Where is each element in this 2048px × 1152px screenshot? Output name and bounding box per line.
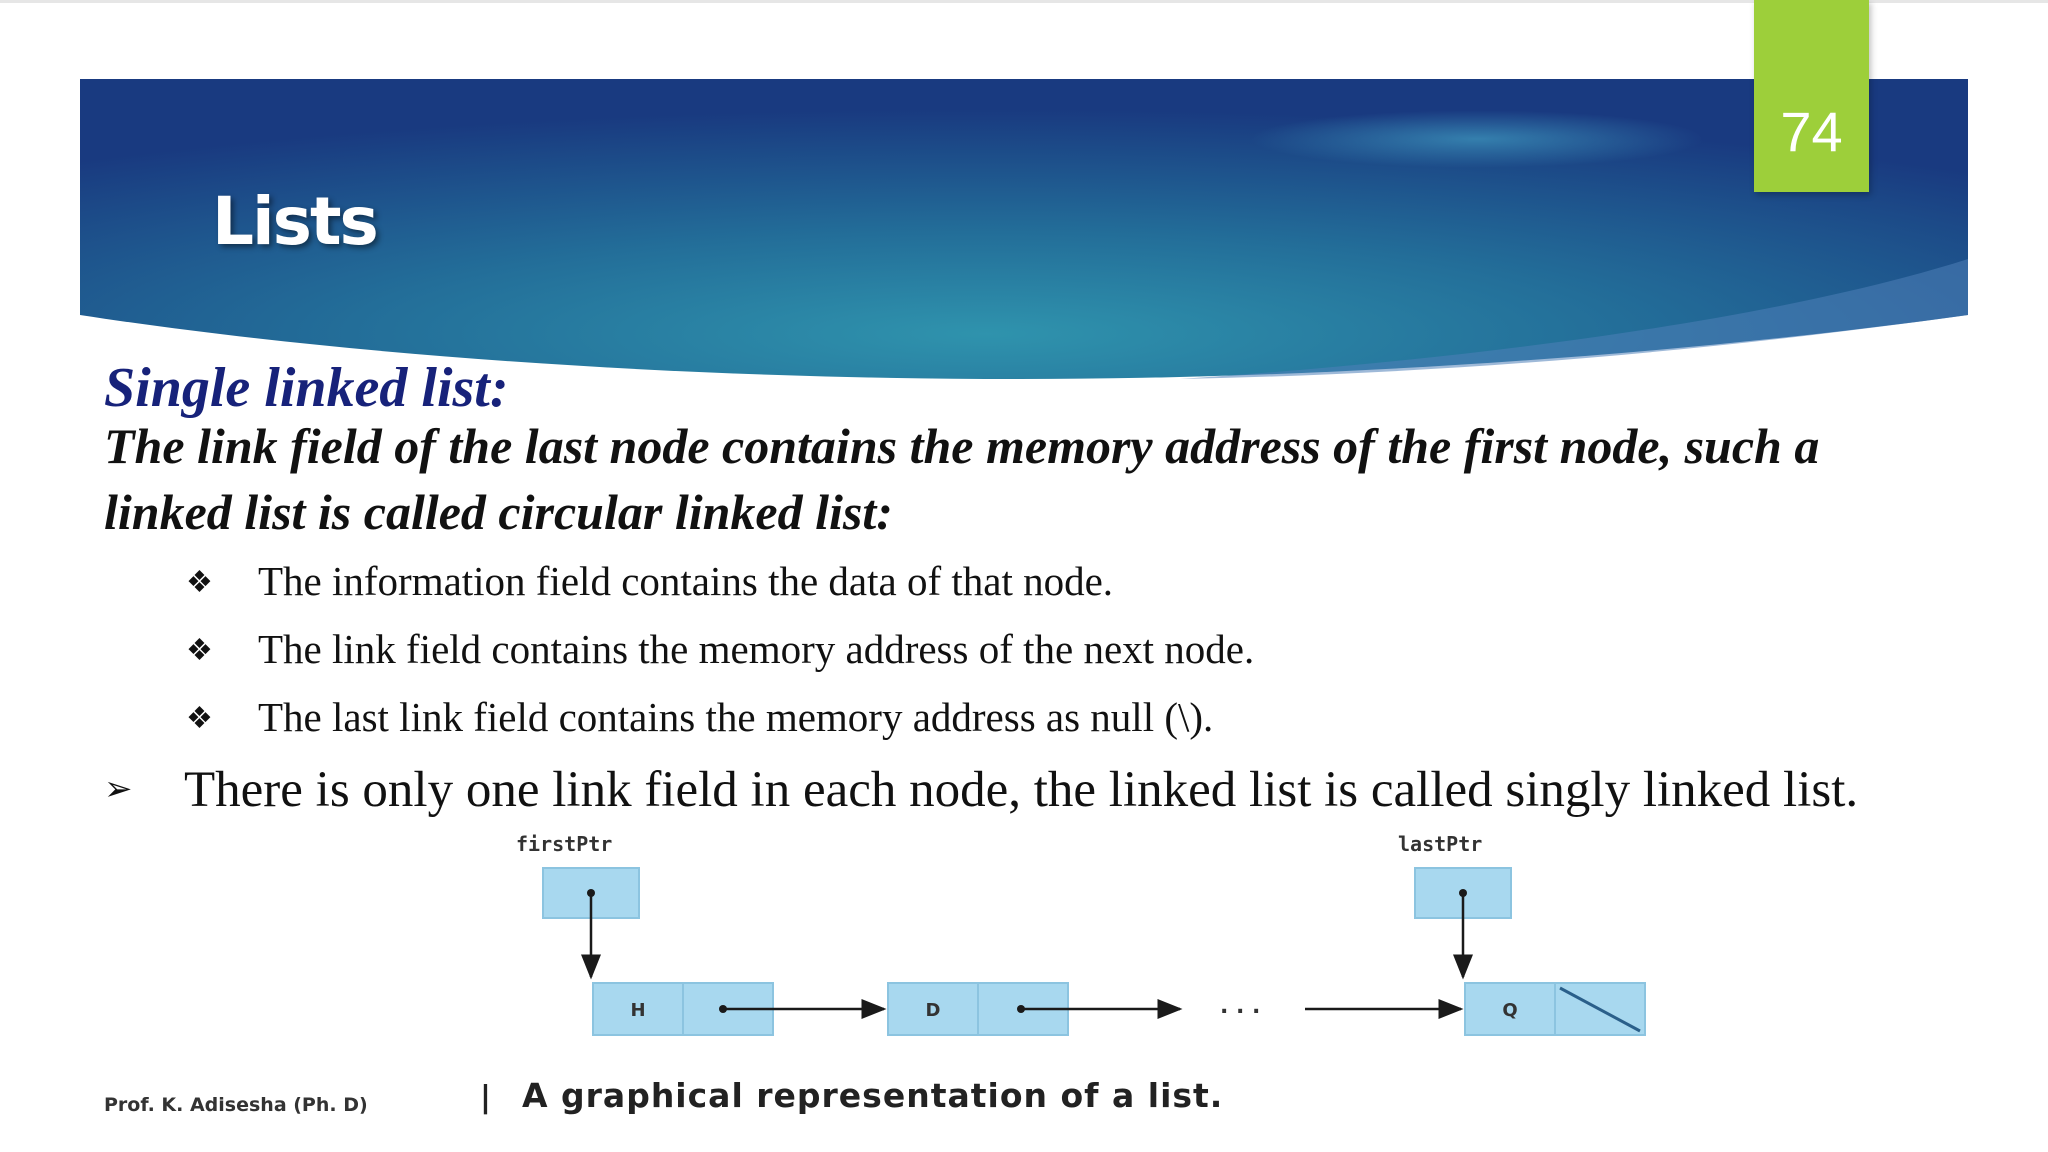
arrow-bullet-icon: ➢ [104,771,133,808]
lead-text: The link field of the last node contains… [104,418,1820,540]
paragraph-text: There is only one link field in each nod… [184,762,1859,818]
diamond-bullet-icon: ❖ [186,566,213,599]
bullet-text: The information field contains the data … [258,558,1114,604]
last-pointer-label: lastPtr [1398,833,1482,856]
node-label: D [926,1000,941,1021]
first-pointer-label: firstPtr [516,833,612,856]
node-label: Q [1502,1000,1517,1021]
ellipsis: . . . [1220,994,1260,1019]
title-banner [80,79,1968,379]
bullet-text: The link field contains the memory addre… [258,626,1255,672]
slide-title: Lists [212,183,379,260]
diamond-bullet-icon: ❖ [186,702,213,735]
linked-list-diagram: firstPtr lastPtr H D Q . . . [516,833,1646,1036]
diagram-caption: A graphical representation of a list. [522,1076,1224,1115]
caption-bar: | [480,1080,491,1115]
node-label: H [630,1000,645,1021]
page-number: 74 [1780,100,1843,163]
null-link-slash [1559,986,1641,1033]
footer-author: Prof. K. Adisesha (Ph. D) [104,1094,368,1116]
subheading: Single linked list: [104,357,509,419]
diamond-bullet-icon: ❖ [186,634,213,667]
top-border [0,0,2048,3]
list-node: Q [1464,982,1646,1036]
bullet-text: The last link field contains the memory … [258,694,1214,740]
page-number-badge: 74 [1754,0,1869,192]
